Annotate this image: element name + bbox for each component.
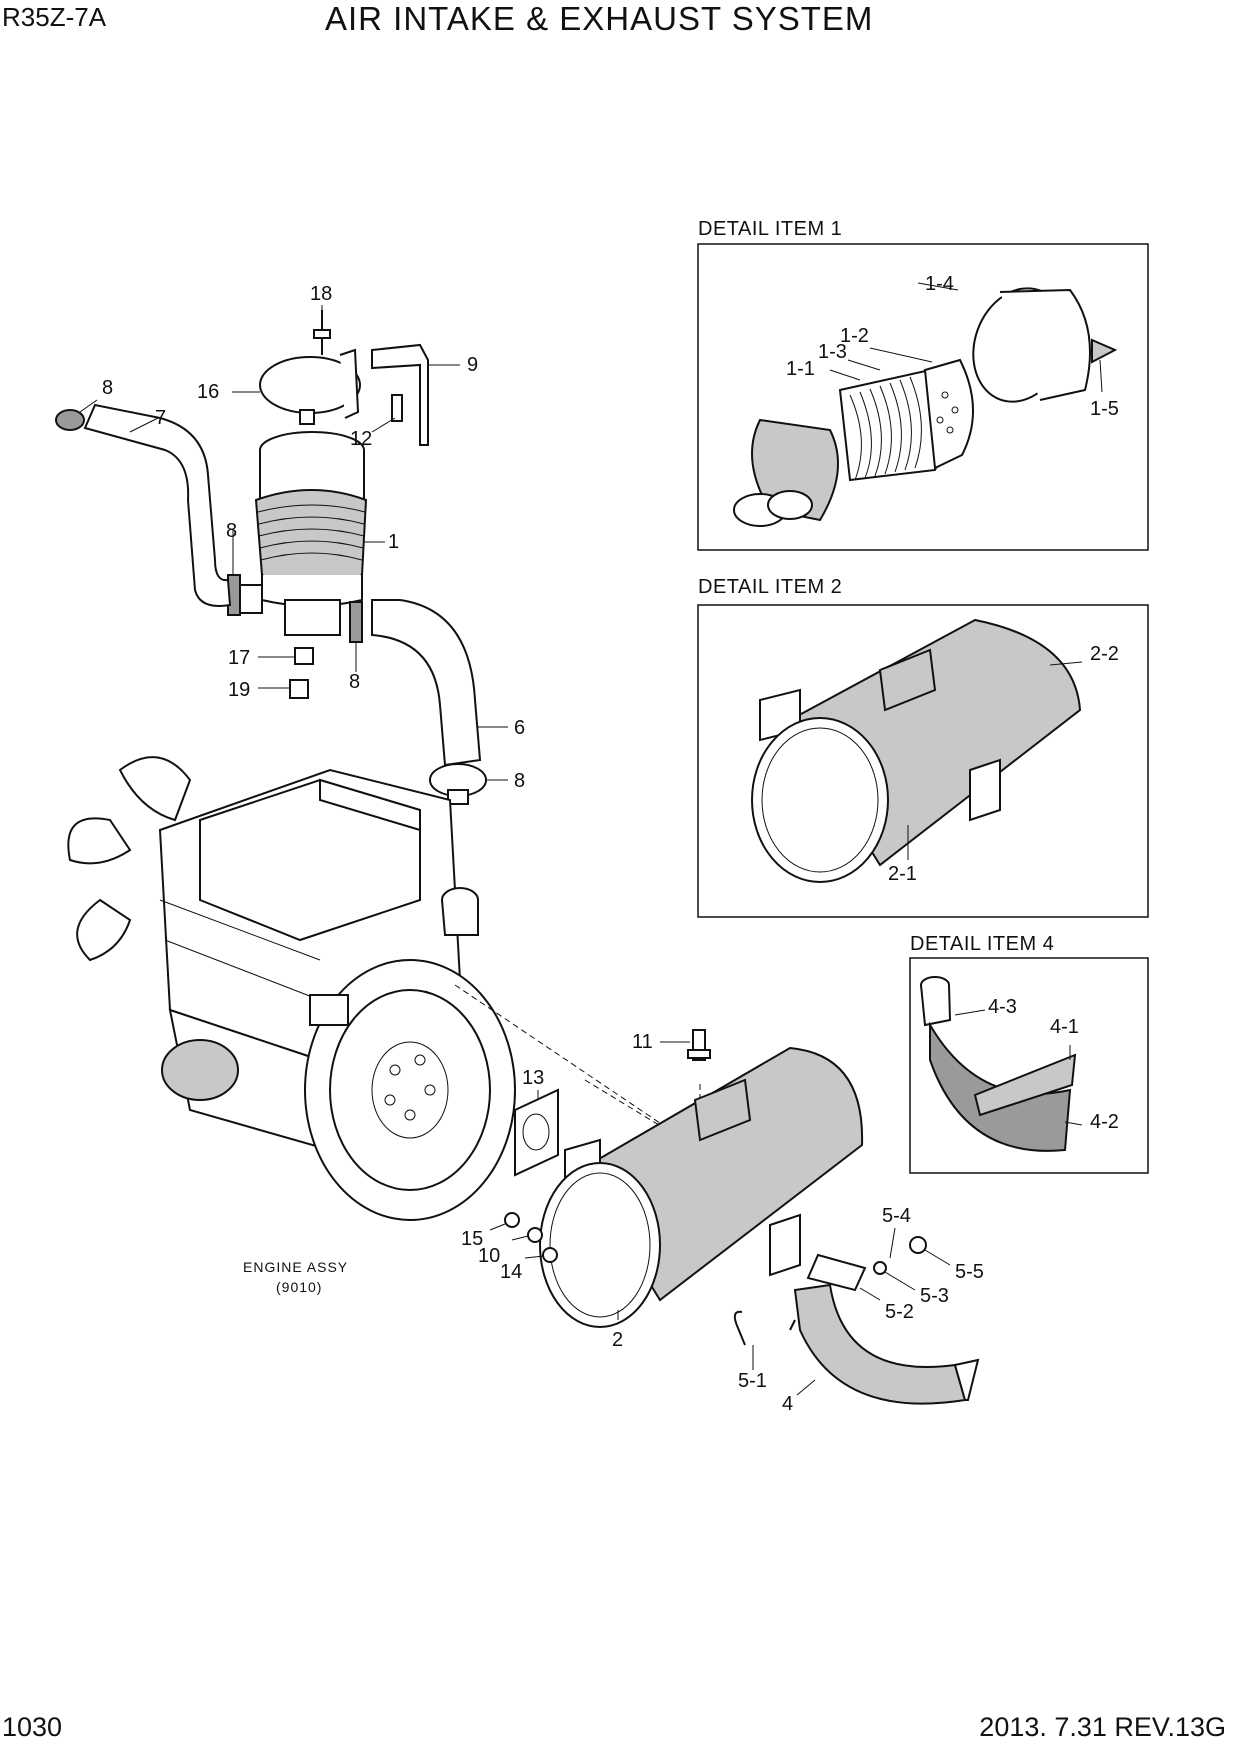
callout-1-1: 1-1 — [786, 358, 815, 380]
air-intake-assembly: 18 16 9 8 7 12 8 1 17 8 19 6 8 — [55, 283, 525, 805]
callout-7: 7 — [155, 407, 166, 429]
callout-8-cleaner-outlet: 8 — [349, 671, 360, 693]
exhaust-assembly: 11 13 15 10 14 2 5-4 5-5 5-3 5-2 5-1 4 — [454, 984, 984, 1415]
callout-4-1: 4-1 — [1050, 1016, 1079, 1038]
detail-item-2-label: DETAIL ITEM 2 — [698, 576, 842, 598]
callout-8-hose-7-end: 8 — [102, 377, 113, 399]
callout-10: 10 — [478, 1245, 500, 1267]
callout-14: 14 — [500, 1261, 522, 1283]
callout-1-2: 1-2 — [840, 325, 869, 347]
callout-18: 18 — [310, 283, 332, 305]
callout-15: 15 — [461, 1228, 483, 1250]
model-code: R35Z-7A — [2, 2, 107, 32]
engine-assy-ref: (9010) — [276, 1279, 322, 1295]
engine-assembly: ENGINE ASSY (9010) — [67, 756, 516, 1295]
callout-5-5: 5-5 — [955, 1261, 984, 1283]
detail-item-4-panel: DETAIL ITEM 4 4-3 4-1 4-2 — [909, 933, 1149, 1174]
callout-5-1: 5-1 — [738, 1370, 767, 1392]
callout-1-5: 1-5 — [1090, 398, 1119, 420]
callout-1-3: 1-3 — [818, 341, 847, 363]
callout-1: 1 — [388, 531, 399, 553]
callout-1-4: 1-4 — [925, 273, 954, 295]
callout-2-2: 2-2 — [1090, 643, 1119, 665]
callout-19: 19 — [228, 679, 250, 701]
callout-4-3: 4-3 — [988, 996, 1017, 1018]
callout-5-4: 5-4 — [882, 1205, 911, 1227]
callout-16: 16 — [197, 381, 219, 403]
callout-2-1: 2-1 — [888, 863, 917, 885]
detail-item-2-panel: DETAIL ITEM 2 2-2 2-1 — [697, 576, 1149, 918]
callout-4: 4 — [782, 1393, 793, 1415]
detail-item-1-panel: DETAIL ITEM 1 1-4 1-2 1-3 1-1 1-5 — [697, 218, 1149, 551]
callout-9: 9 — [467, 354, 478, 376]
callout-11: 11 — [632, 1031, 653, 1053]
detail-item-4-label: DETAIL ITEM 4 — [910, 933, 1054, 955]
detail-item-1-label: DETAIL ITEM 1 — [698, 218, 842, 240]
revision-date: 2013. 7.31 REV.13G — [979, 1712, 1226, 1742]
callout-5-3: 5-3 — [920, 1285, 949, 1307]
callout-2: 2 — [612, 1329, 623, 1351]
callout-5-2: 5-2 — [885, 1301, 914, 1323]
page-title: AIR INTAKE & EXHAUST SYSTEM — [325, 0, 874, 37]
callout-8-cleaner-inlet: 8 — [226, 520, 237, 542]
callout-17: 17 — [228, 647, 250, 669]
callout-8-engine-inlet: 8 — [514, 770, 525, 792]
callout-12: 12 — [350, 428, 372, 450]
page-number: 1030 — [2, 1712, 63, 1742]
callout-4-2: 4-2 — [1090, 1111, 1119, 1133]
callout-6: 6 — [514, 717, 525, 739]
callout-13: 13 — [522, 1067, 544, 1089]
engine-assy-label: ENGINE ASSY — [243, 1259, 348, 1275]
